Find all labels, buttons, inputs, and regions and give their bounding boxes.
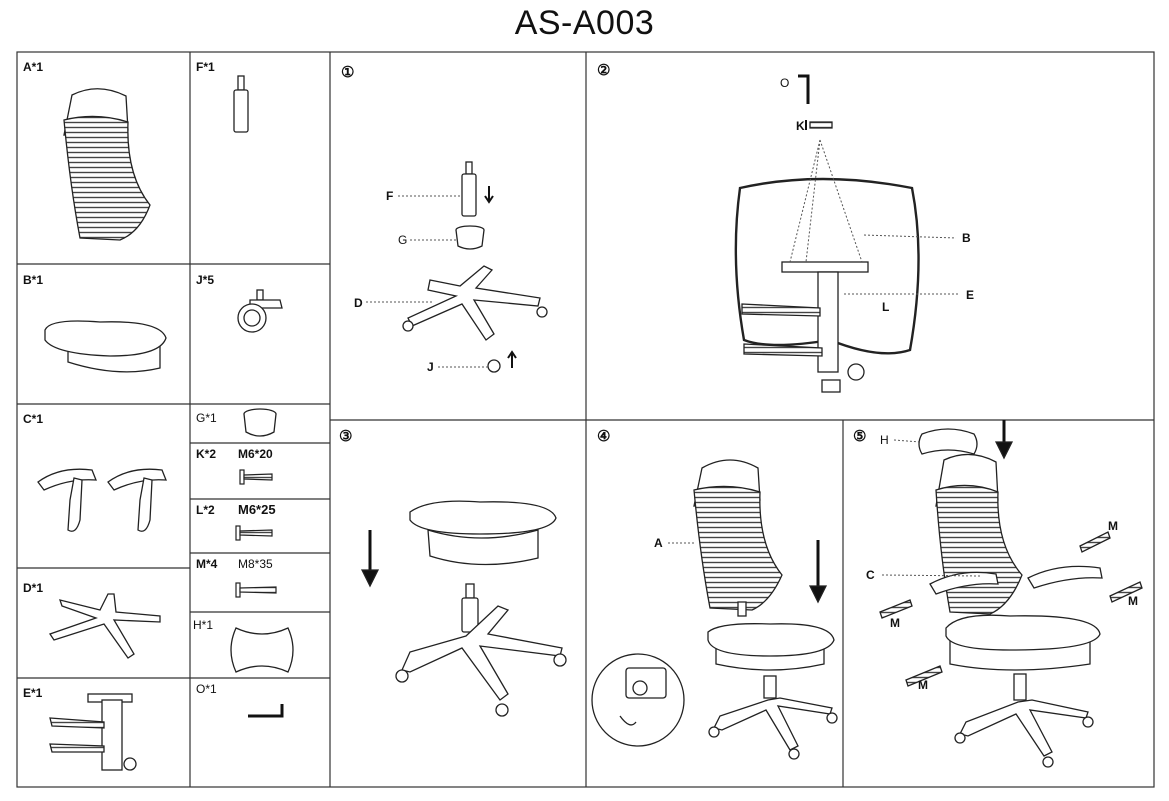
screw-k-drawing bbox=[239, 469, 273, 485]
mechanism-e-drawing bbox=[49, 693, 137, 771]
part-label-m: M*4 bbox=[196, 557, 218, 571]
step-number-4: ④ bbox=[597, 428, 611, 445]
part-label-o: O*1 bbox=[196, 682, 217, 696]
base-d-drawing bbox=[48, 593, 161, 659]
step1-callout-d: D bbox=[354, 296, 363, 310]
step2-callout-e: E bbox=[966, 288, 975, 302]
gas-cylinder-drawing bbox=[233, 75, 249, 133]
page-title: AS-A003 bbox=[514, 4, 655, 42]
screw-l-drawing bbox=[235, 525, 273, 541]
seat-drawing bbox=[44, 320, 167, 373]
step1-callout-f: F bbox=[386, 189, 394, 203]
step2-callout-k: K bbox=[796, 119, 805, 133]
part-spec-m: M8*35 bbox=[238, 557, 273, 571]
part-label-a: A*1 bbox=[23, 60, 44, 74]
step1-leaders bbox=[366, 195, 488, 368]
part-label-g: G*1 bbox=[196, 411, 217, 425]
wrench-drawing bbox=[248, 704, 284, 718]
step3-scene bbox=[360, 500, 567, 717]
step-number-1: ① bbox=[341, 64, 355, 81]
step2-leaders bbox=[789, 139, 960, 295]
part-spec-l: M6*25 bbox=[238, 502, 276, 517]
step-number-3: ③ bbox=[339, 428, 353, 445]
step5-callout-m-1: M bbox=[1108, 519, 1118, 533]
step-number-5: ⑤ bbox=[853, 428, 867, 445]
step4-callout-a: A bbox=[654, 536, 663, 550]
step1-scene bbox=[402, 161, 548, 373]
step-number-2: ② bbox=[597, 62, 611, 79]
step5-callout-m-2: M bbox=[1128, 594, 1138, 608]
cover-g-drawing bbox=[243, 408, 277, 437]
part-label-j: J*5 bbox=[196, 273, 215, 287]
part-label-k: K*2 bbox=[196, 447, 217, 461]
armrests-drawing bbox=[37, 468, 167, 532]
step2-callout-b: B bbox=[962, 231, 971, 245]
step2-scene bbox=[734, 74, 920, 393]
step5-scene bbox=[879, 420, 1143, 768]
step1-callout-g: G bbox=[398, 233, 408, 247]
part-label-d: D*1 bbox=[23, 581, 44, 595]
step5-callout-h: H bbox=[880, 433, 889, 447]
step5-callout-c: C bbox=[866, 568, 875, 582]
step5-leaders bbox=[881, 439, 981, 577]
screw-m-drawing bbox=[235, 582, 277, 598]
part-label-c: C*1 bbox=[23, 412, 44, 426]
headrest-pad-drawing bbox=[230, 627, 294, 673]
step2-callout-o: O bbox=[780, 76, 790, 90]
part-label-f: F*1 bbox=[196, 60, 215, 74]
step4-scene bbox=[591, 459, 838, 760]
part-label-h: H*1 bbox=[193, 618, 214, 632]
part-label-e: E*1 bbox=[23, 686, 43, 700]
step1-callout-j: J bbox=[427, 360, 434, 374]
part-label-l: L*2 bbox=[196, 503, 215, 517]
step5-callout-m-4: M bbox=[918, 678, 928, 692]
part-label-b: B*1 bbox=[23, 273, 44, 287]
step5-callout-m-3: M bbox=[890, 616, 900, 630]
grid-lines bbox=[16, 51, 1155, 788]
caster-drawing bbox=[237, 289, 283, 333]
part-spec-k: M6*20 bbox=[238, 447, 273, 461]
step2-callout-l: L bbox=[882, 300, 890, 314]
backrest-drawing bbox=[63, 88, 151, 241]
